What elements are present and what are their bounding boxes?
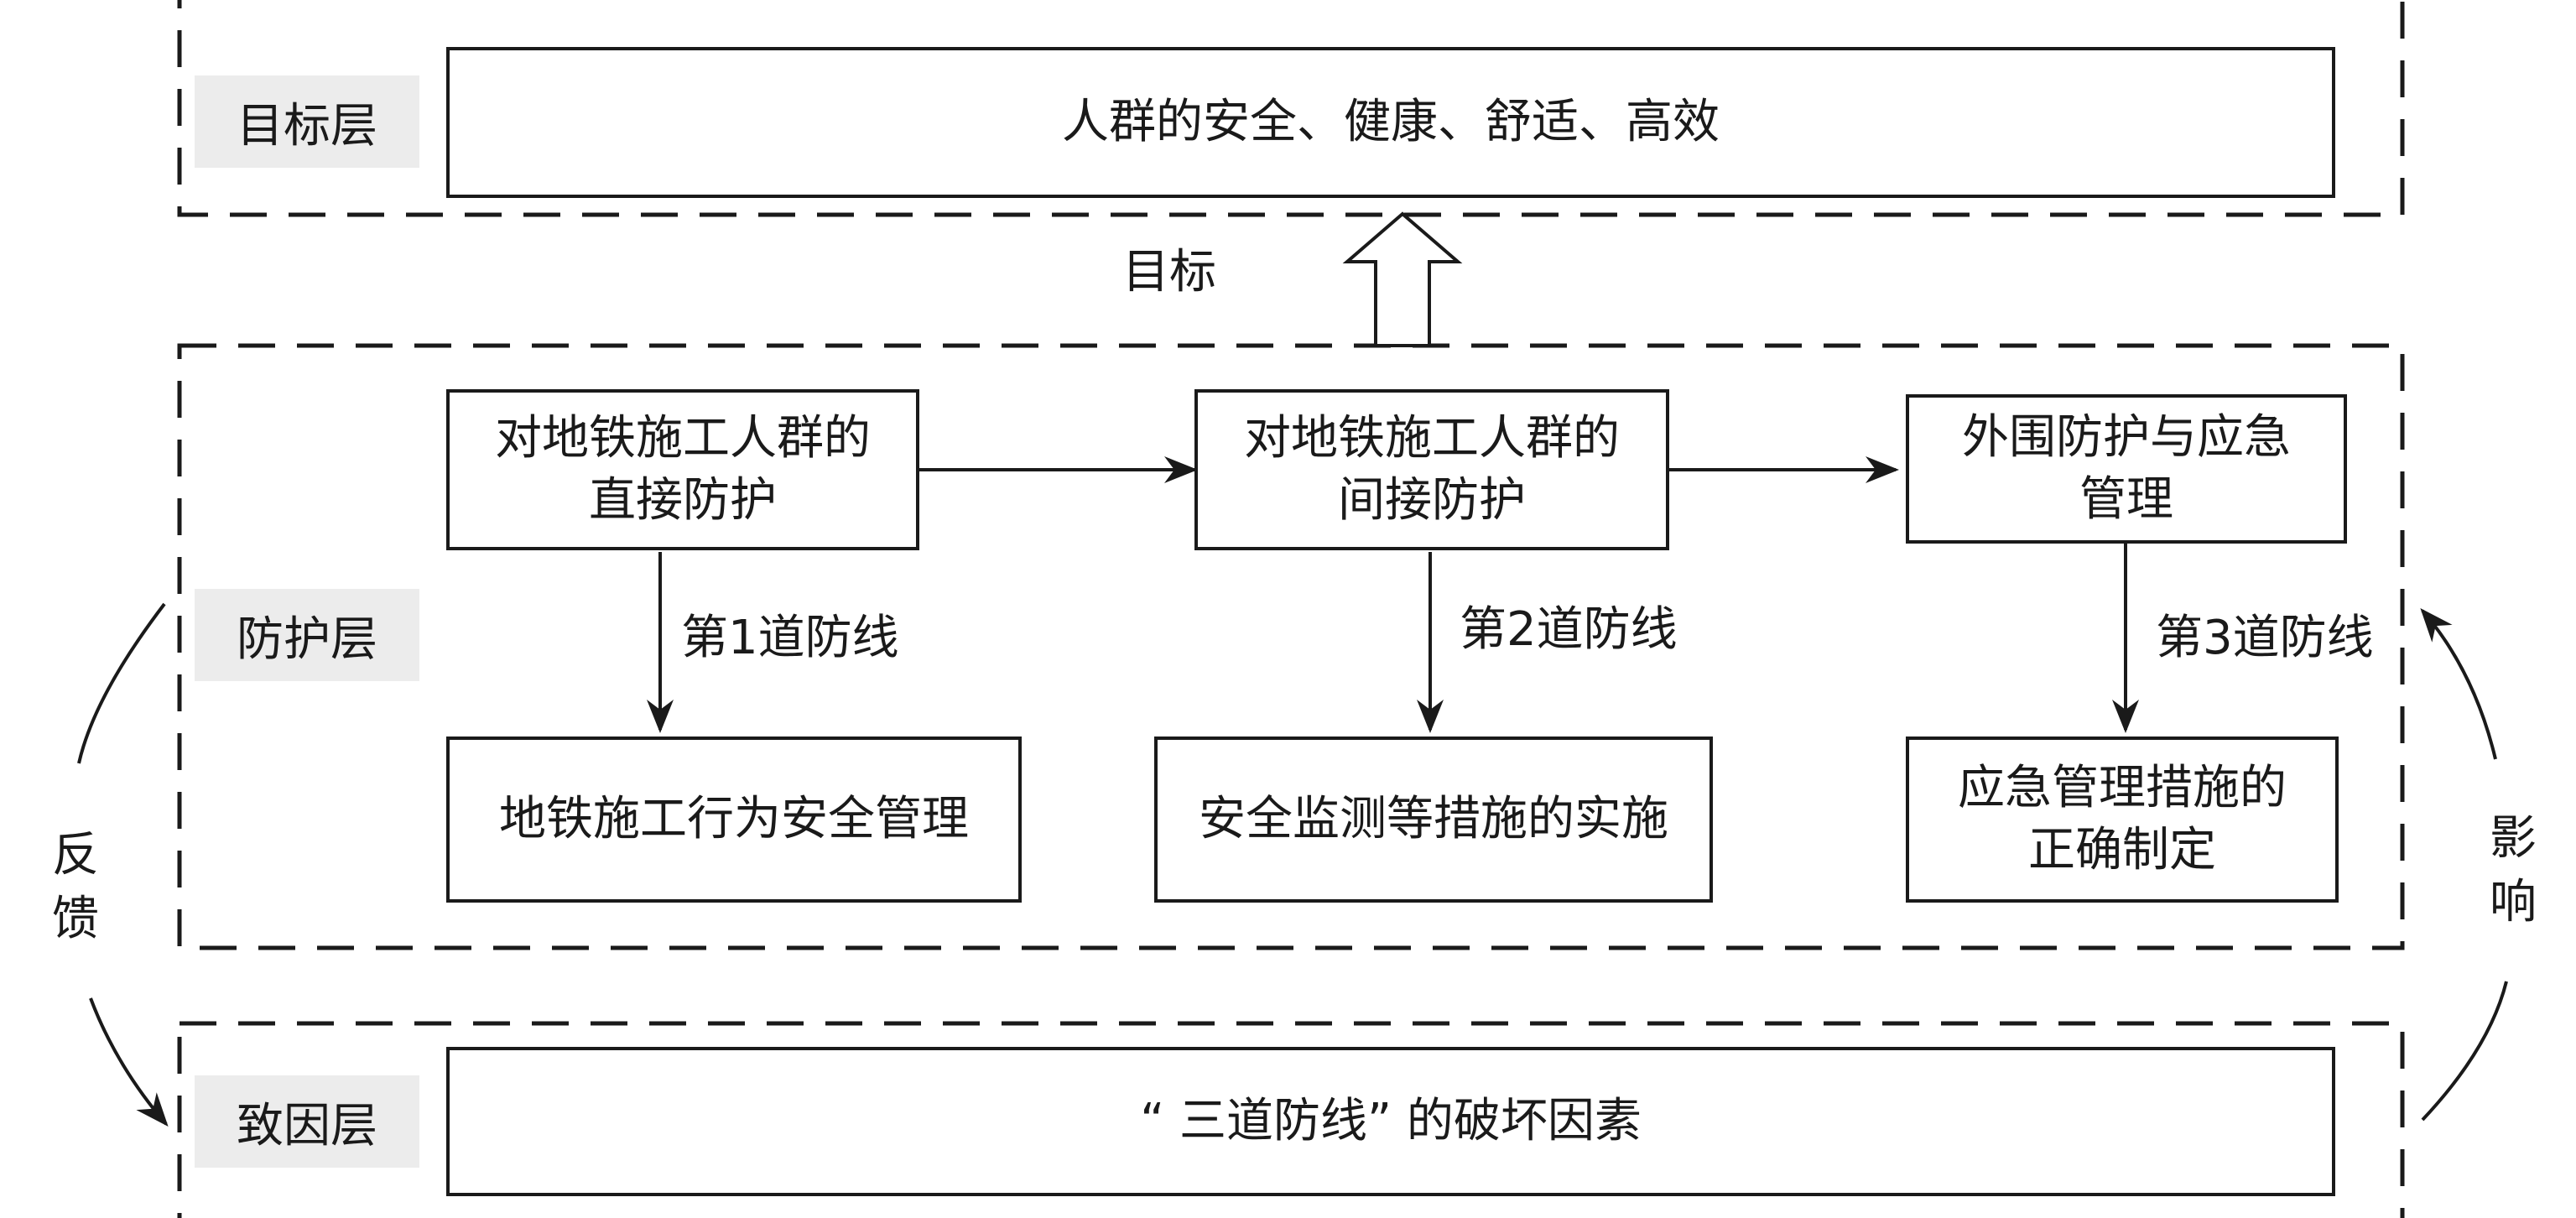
protection-layer-label: 防护层: [195, 589, 419, 681]
construction-behavior-text: 地铁施工行为安全管理: [499, 792, 969, 846]
goal-hollow-arrow: [1342, 211, 1463, 347]
target-box: 人群的安全、健康、舒适、高效: [446, 47, 2335, 198]
emergency-measures-box: 应急管理措施的 正确制定: [1906, 737, 2339, 903]
target-layer-frame: [177, 0, 2405, 217]
target-box-text: 人群的安全、健康、舒适、高效: [1062, 95, 1720, 149]
influence-curve-lower: [2421, 981, 2508, 1122]
cause-box-text: “ 三道防线” 的破坏因素: [1140, 1094, 1642, 1148]
peripheral-protection-box: 外围防护与应急 管理: [1906, 394, 2347, 544]
target-layer-label-text: 目标层: [237, 98, 377, 154]
emergency-measures-line1: 应急管理措施的: [1958, 761, 2287, 815]
indirect-protection-box: 对地铁施工人群的 间接防护: [1194, 389, 1669, 550]
cause-box: “ 三道防线” 的破坏因素: [446, 1047, 2335, 1196]
direct-protection-line2: 直接防护: [589, 473, 777, 528]
cause-layer-label-text: 致因层: [237, 1098, 377, 1153]
feedback-label: 反馈: [52, 828, 99, 946]
indirect-protection-line1: 对地铁施工人群的: [1244, 411, 1620, 466]
peripheral-protection-line2: 管理: [2079, 472, 2173, 527]
construction-behavior-box: 地铁施工行为安全管理: [446, 737, 1022, 903]
defense-line-2-label: 第2道防线: [1460, 602, 1678, 657]
protection-layer-label-text: 防护层: [237, 612, 377, 667]
direct-protection-box: 对地铁施工人群的 直接防护: [446, 389, 919, 550]
safety-monitoring-box: 安全监测等措施的实施: [1154, 737, 1713, 903]
defense-line-3-label: 第3道防线: [2156, 611, 2374, 665]
goal-arrow-label: 目标: [1122, 245, 1216, 299]
feedback-curve-lower: [89, 997, 169, 1127]
feedback-curve-upper: [77, 602, 166, 764]
direct-protection-line1: 对地铁施工人群的: [495, 411, 871, 466]
indirect-protection-line2: 间接防护: [1338, 473, 1526, 528]
cause-layer-label: 致因层: [195, 1075, 419, 1168]
peripheral-protection-line1: 外围防护与应急: [1962, 410, 2291, 465]
influence-label: 影响: [2490, 811, 2537, 929]
emergency-measures-line2: 正确制定: [2028, 823, 2216, 877]
defense-line-1-label: 第1道防线: [681, 611, 899, 665]
target-layer-label: 目标层: [195, 75, 419, 168]
cause-layer-frame: [177, 1021, 2405, 1218]
protection-layer-frame: [177, 343, 2405, 950]
safety-monitoring-text: 安全监测等措施的实施: [1199, 792, 1668, 846]
influence-curve-upper: [2420, 607, 2497, 760]
